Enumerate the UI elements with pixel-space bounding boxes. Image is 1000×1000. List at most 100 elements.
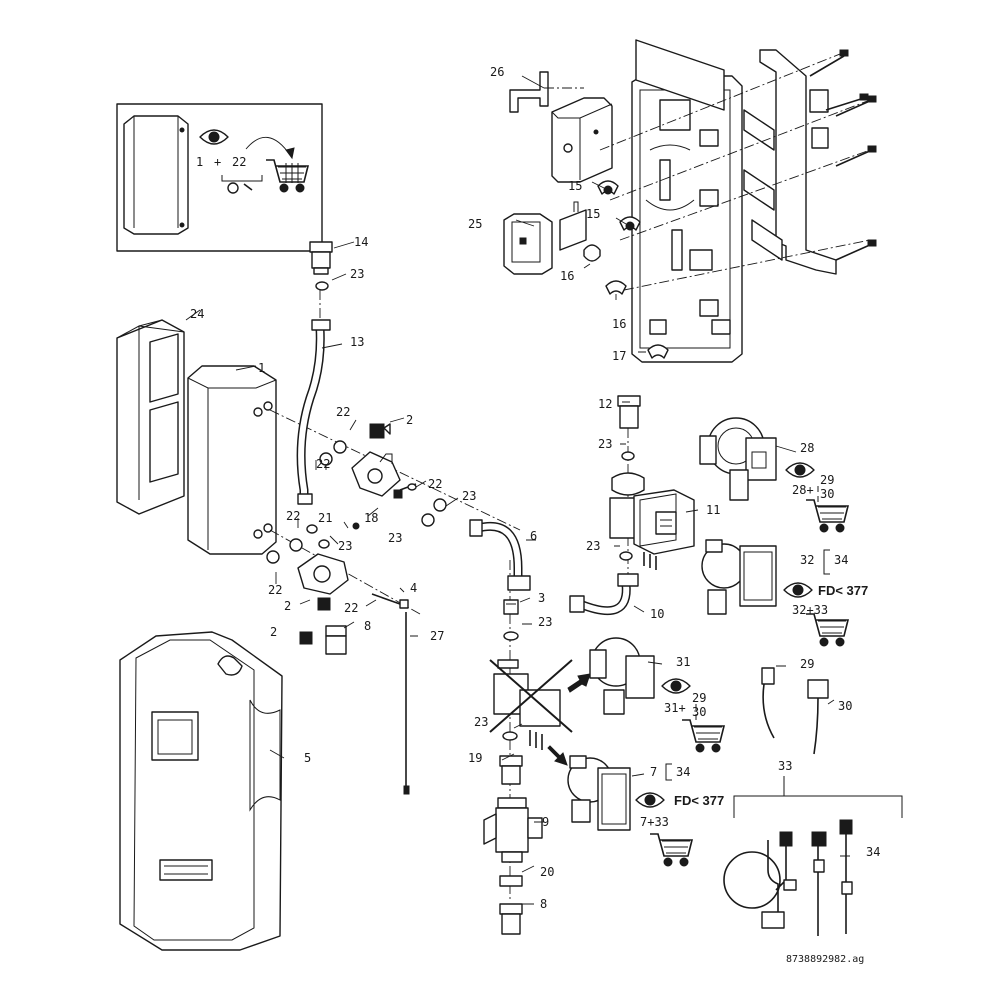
callout-23-e: 23 [598,437,612,451]
cable-29 [761,667,775,739]
callout-24: 24 [190,307,204,321]
callout-22-inset: 22 [232,155,246,169]
shopping-cart-icon [682,719,726,753]
eye-icon [199,129,229,145]
clips-2-lower [299,597,331,645]
front-cover-5 [119,631,283,951]
mounting-rail [743,49,837,275]
callout-32-33: 32+33 [792,603,828,617]
inset-heat-exchanger [123,115,189,235]
callout-17: 17 [612,349,626,363]
shopping-cart-icon [266,159,310,193]
callout-26: 26 [490,65,504,79]
callout-10: 10 [650,607,664,621]
old-pump-crossed [493,659,561,750]
callout-15-b: 15 [586,207,600,221]
callout-6: 6 [530,529,537,543]
sensor-cable-27 [403,612,410,795]
callout-23-d: 23 [338,539,352,553]
fitting-12 [617,395,641,429]
callout-23-g: 23 [538,615,552,629]
inset-box: 1 + 22 [116,103,323,252]
eye-icon [661,678,691,694]
callout-19: 19 [468,751,482,765]
eye-icon [635,792,665,808]
insulation-shell-24 [116,319,185,515]
drawing-number: 8738892982.ag [786,954,864,965]
pump-7 [567,755,631,831]
seal-20 [499,875,523,887]
callout-22-g: 22 [344,601,358,615]
callout-2-c: 2 [270,625,277,639]
eye-icon [785,462,815,478]
callout-13: 13 [350,335,364,349]
callout-7-33: 7+33 [640,815,669,829]
callout-34-a: 34 [834,553,848,567]
shopping-cart-icon [806,499,850,533]
callout-22-e: 22 [286,509,300,523]
fd-377-b: FD< 377 [674,793,724,808]
pipe-10 [569,573,639,616]
clip-2-upper [369,423,391,439]
callout-1-inset: 1 [196,155,203,169]
fitting-8-left [325,625,347,655]
display-25 [503,201,587,275]
fitting-8-center [499,903,523,935]
callout-27: 27 [430,629,444,643]
callout-30-c: 30 [838,699,852,713]
callout-25: 25 [468,217,482,231]
pipe-6 [469,519,531,591]
arrow-right-icon [547,745,568,766]
eye-icon [783,582,813,598]
pipe-13 [296,319,331,505]
callout-23-f: 23 [586,539,600,553]
plus-sign: + [214,155,221,169]
callout-29-b: 29 [692,691,706,705]
callout-34-b: 34 [676,765,690,779]
callout-21: 21 [318,511,332,525]
callout-4: 4 [410,581,417,595]
fitting-14 [309,241,333,275]
fd-377-a: FD< 377 [818,583,868,598]
controller-box [551,97,613,183]
callout-20: 20 [540,865,554,879]
callout-16-a: 16 [560,269,574,283]
callout-22-f: 22 [268,583,282,597]
cross-out-icon [489,659,573,733]
shopping-cart-icon [806,613,850,647]
callout-18: 18 [364,511,378,525]
callout-9: 9 [542,815,549,829]
callout-7: 7 [650,765,657,779]
shopping-cart-icon [650,833,694,867]
callout-15-a: 15 [568,179,582,193]
callout-30-b: 30 [692,705,706,719]
heat-exchanger-1 [187,365,277,555]
valve-block-upper [351,451,401,497]
callout-3: 3 [538,591,545,605]
callout-16-b: 16 [612,317,626,331]
callout-31: 31 [676,655,690,669]
callout-22-d: 22 [428,477,442,491]
callout-29-c: 29 [800,657,814,671]
callout-34-c: 34 [866,845,880,859]
valve-block-lower [297,553,349,595]
callout-33: 33 [778,759,792,773]
wall-plate [631,39,743,363]
callout-22-b: 22 [336,405,350,419]
callout-2-a: 2 [406,413,413,427]
callout-8-center: 8 [540,897,547,911]
sensor-4 [371,593,409,609]
callout-28: 28 [800,441,814,455]
callout-1: 1 [258,361,265,375]
callout-22-c: 22 [316,457,330,471]
arrow-right-icon [567,673,591,693]
screw-22-upper [393,483,417,499]
callout-29-a: 29 [820,473,834,487]
callout-28-plus: 28+ [792,483,814,497]
connector-3 [503,599,519,615]
callout-30-a: 30 [820,487,834,501]
clips-15-16-17 [583,180,669,359]
pump-31 [589,637,655,715]
pump-32 [701,539,777,615]
fitting-19 [499,755,523,785]
